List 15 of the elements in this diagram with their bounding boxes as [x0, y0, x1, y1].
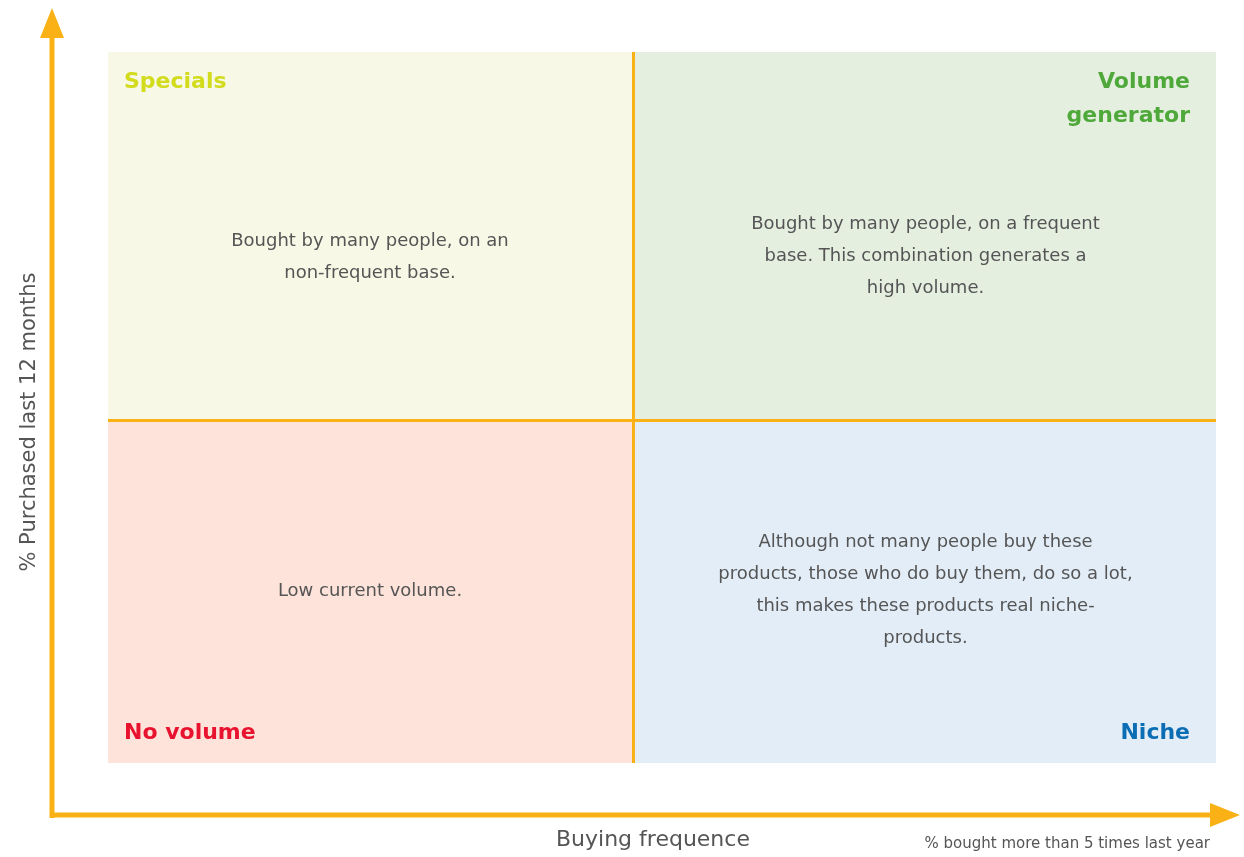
- quadrant-title: No volume: [124, 718, 256, 746]
- quadrant-title: Niche: [1120, 718, 1190, 746]
- quadrant-panel: [108, 422, 632, 763]
- quadrant-description: Low current volume.: [276, 578, 464, 602]
- x-axis-label: Buying frequence: [556, 826, 750, 851]
- x-axis-note: % bought more than 5 times last year: [924, 834, 1210, 852]
- quadrant-description: Bought by many people, on an non-frequent base.: [230, 228, 510, 284]
- quadrant-panel: [635, 422, 1216, 763]
- quadrant-title: Volume generator: [1065, 67, 1190, 129]
- quadrant-title: Specials: [124, 67, 227, 95]
- quadrant-panel: [108, 52, 632, 419]
- y-axis-label: % Purchased last 12 months: [16, 272, 40, 572]
- quadrant-panel: [635, 52, 1216, 419]
- quadrant-description: Although not many people buy these products, those who do buy them, do so a lot, this makes these products real niche-products.: [717, 529, 1134, 649]
- quadrant-description: Bought by many people, on a frequent base. This combination generates a high volume.: [750, 211, 1101, 299]
